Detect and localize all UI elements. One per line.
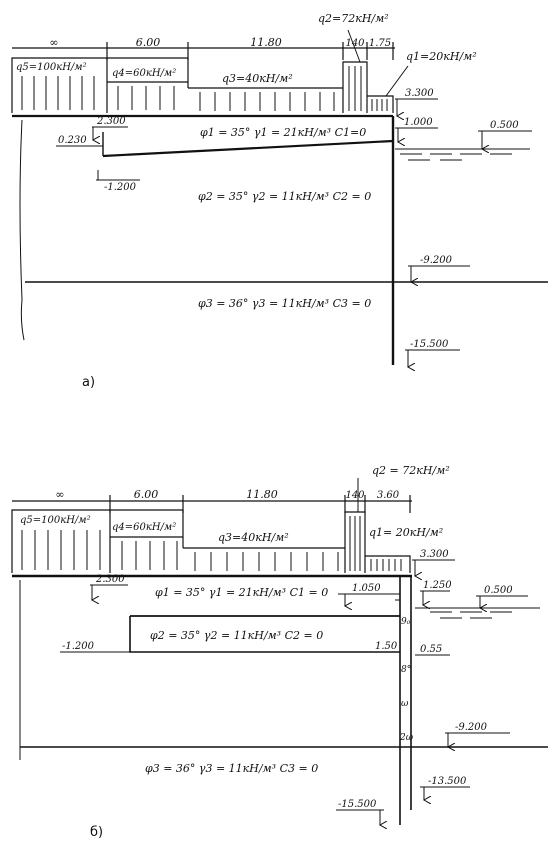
level-1250-b: 1.250 [423, 580, 452, 591]
load-q3-b [183, 547, 345, 571]
level-m15500-b: -15.500 [338, 799, 377, 810]
load-label-q2-b: q2 = 72кН/м² [372, 464, 450, 477]
wall-label-3-b: ω [401, 699, 409, 709]
dim-175-a: 1.75 [369, 38, 391, 49]
dim-1180-b: 11.80 [246, 488, 278, 501]
soil-layer-1-a: φ1 = 35° γ1 = 21кН/м³ C1=0 [200, 126, 366, 139]
level-mark-m15500-b [336, 809, 384, 825]
level-m15500-a: -15.500 [410, 339, 449, 350]
load-q5-a [11, 57, 108, 113]
level-2300-a: 2.300 [96, 116, 126, 127]
caption-b: б) [90, 825, 103, 840]
load-label-q1-b: q1= 20кН/м² [369, 526, 443, 539]
dim-600-b: 6.00 [134, 488, 159, 501]
level-3300-b: 3.300 [420, 549, 449, 560]
level-mark-1000-a [395, 127, 438, 142]
load-label-q5-a: q5=100кН/м² [16, 62, 87, 73]
level-mark-m9200-a [408, 265, 470, 282]
load-q2-a [342, 29, 368, 113]
layer-boundary-sloped-a [102, 132, 394, 158]
load-label-q2-a: q2=72кН/м² [318, 12, 389, 25]
level-1050-b: 1.050 [352, 583, 381, 594]
level-mark-2300-a [92, 126, 128, 140]
water-level-b [415, 607, 540, 619]
level-m9200-b: -9.200 [455, 722, 488, 733]
level-mark-3300-a [395, 98, 438, 116]
retaining-wall-b [395, 576, 412, 825]
soil-layer-1-b: φ1 = 35° γ1 = 21кН/м³ C1 = 0 [155, 586, 328, 599]
level-mark-2300-b [90, 584, 128, 600]
dim-inf-a: ∞ [49, 36, 58, 49]
level-m9200-a: -9.200 [420, 255, 453, 266]
load-label-q1-a: q1=20кН/м² [406, 50, 477, 63]
dim-600-a: 6.00 [136, 36, 161, 49]
dim-140-a: 140 [345, 38, 365, 49]
level-mark-0500-b [476, 595, 528, 608]
level-055-b: 0.55 [420, 644, 442, 655]
diagram-b [11, 478, 548, 825]
diagram-a [11, 29, 548, 367]
dim-1180-a: 11.80 [250, 36, 282, 49]
load-label-q5-b: q5=100кН/м² [20, 515, 91, 526]
layer-boundary-step-b [98, 615, 400, 653]
load-q4-b [110, 509, 184, 570]
level-mark-1250-b [420, 590, 450, 605]
dimension-line-a [12, 42, 395, 60]
left-boundary-a [19, 119, 25, 341]
dim-360-b: 3.60 [377, 490, 400, 501]
caption-a: а) [82, 375, 95, 390]
soil-layer-3-a: φ3 = 36° γ3 = 11кН/м³ C3 = 0 [198, 297, 371, 310]
level-m1200-b: -1.200 [62, 641, 95, 652]
load-label-q3-b: q3=40кН/м² [218, 531, 289, 544]
level-mark-1050-b [338, 593, 400, 606]
wall-label-1-b: 9₀ [401, 617, 411, 627]
level-mark-m13500-b [420, 786, 470, 800]
labels-a: ∞ 6.00 11.80 140 1.75 q5=100кН/м² q4=60к… [16, 12, 519, 390]
level-mark-m9200-b [445, 732, 510, 747]
level-0500-b: 0.500 [484, 585, 513, 596]
load-q5-b [11, 509, 111, 573]
dim-inf-b: ∞ [55, 488, 64, 501]
load-label-q4-b: q4=60кН/м² [112, 522, 176, 533]
wall-label-2-b: 8° [401, 665, 411, 675]
level-0230-a: 0.230 [58, 135, 87, 146]
load-q3-a [188, 87, 343, 111]
level-3300-a: 3.300 [405, 88, 434, 99]
soil-layer-2-b: φ2 = 35° γ2 = 11кН/м³ C2 = 0 [150, 629, 323, 642]
load-label-q4-a: q4=60кН/м² [112, 68, 176, 79]
load-q1-b [365, 555, 411, 573]
level-mark-0500-a [478, 130, 532, 149]
level-1000-a: 1.000 [404, 117, 433, 128]
labels-b: ∞ 6.00 11.80 140 3.60 q5=100кН/м² q4=60к… [20, 464, 513, 840]
level-150-b: 1.50 [375, 641, 398, 652]
load-q4-a [107, 57, 189, 110]
level-mark-3300-b [412, 559, 455, 576]
level-mark-m15500-a [405, 349, 460, 367]
soil-layer-2-a: φ2 = 35° γ2 = 11кН/м³ C2 = 0 [198, 190, 371, 203]
soil-layer-3-b: φ3 = 36° γ3 = 11кН/м³ C3 = 0 [145, 762, 318, 775]
dim-140-b: 140 [345, 490, 365, 501]
wall-label-4-b: 2ω [399, 733, 414, 743]
level-2300-b: 2.300 [95, 574, 125, 585]
load-q1-a [367, 65, 409, 113]
load-q2-b [344, 478, 366, 573]
level-m1200-a: -1.200 [104, 182, 137, 193]
load-label-q3-a: q3=40кН/м² [222, 72, 293, 85]
water-level-a [395, 148, 530, 161]
level-0500-a: 0.500 [490, 120, 519, 131]
level-mark-m1200-a [96, 170, 140, 181]
level-m13500-b: -13.500 [428, 776, 467, 787]
